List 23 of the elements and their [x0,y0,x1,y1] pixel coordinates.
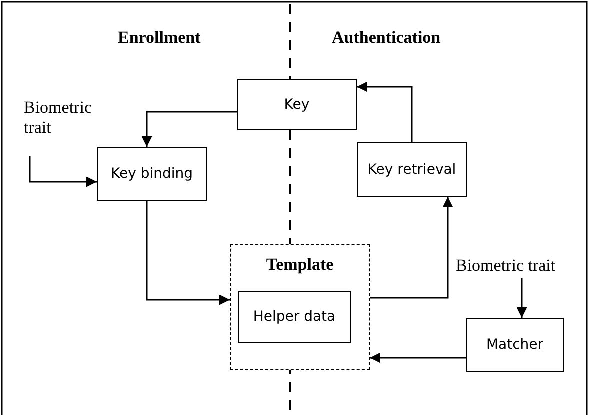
arrow [29,156,97,188]
arrow [146,201,230,306]
box-label: Key binding [110,166,194,182]
box-label: Key [284,96,310,112]
process-box [238,291,351,343]
template-box [230,244,370,370]
text-label: Biometric trait [24,92,90,144]
box-label: Key retrieval [368,162,456,178]
process-box [466,318,564,372]
process-box [97,147,207,201]
section-heading: Enrollment [118,28,201,48]
box-label: Matcher [486,337,544,353]
process-box [237,79,357,130]
arrow [142,111,237,147]
arrow [357,82,413,142]
arrow [370,352,466,364]
template-title: Template [266,255,334,275]
text-label: Biometric trait [456,254,582,278]
process-box [357,142,467,197]
arrow [370,197,454,299]
arrow [516,278,528,318]
section-heading: Authentication [332,28,441,48]
box-label: Helper data [253,309,336,325]
